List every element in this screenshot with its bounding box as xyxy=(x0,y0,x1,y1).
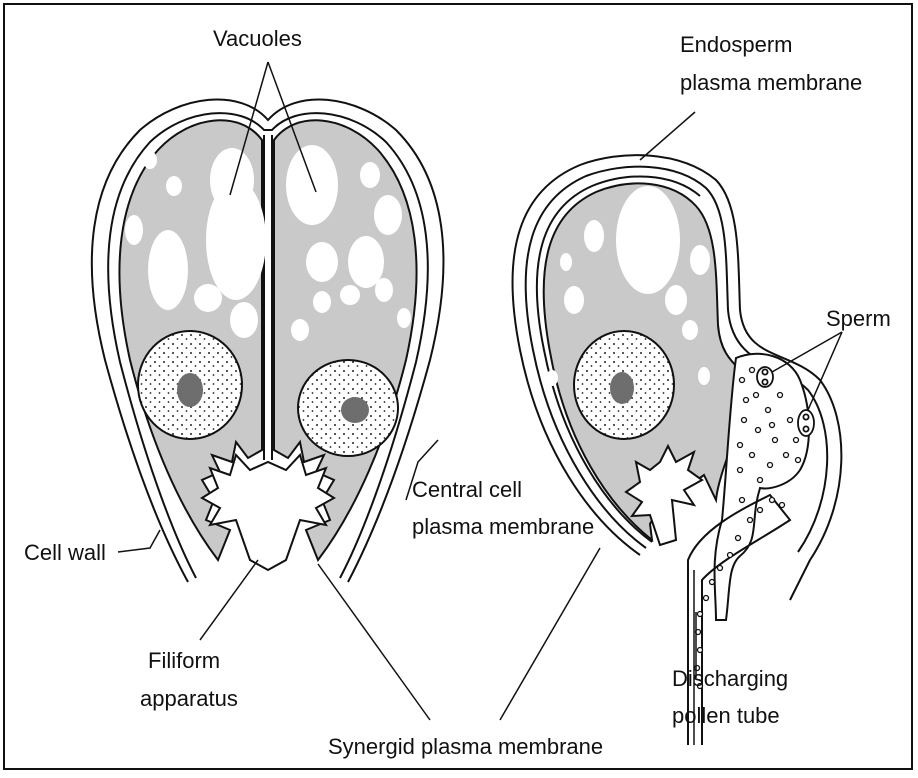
label-synergid: Synergid plasma membrane xyxy=(328,734,603,759)
third-nucleolus xyxy=(610,372,634,404)
label-vacuoles: Vacuoles xyxy=(213,26,302,51)
label-central-line2: plasma membrane xyxy=(412,514,594,539)
label-filiform-line1: Filiform xyxy=(148,648,220,673)
right-nucleolus xyxy=(341,397,369,423)
label-cell-wall: Cell wall xyxy=(24,540,106,565)
label-central-line1: Central cell xyxy=(412,477,522,502)
label-sperm: Sperm xyxy=(826,306,891,331)
label-discharging-line2: pollen tube xyxy=(672,703,780,728)
right-synergid-group xyxy=(513,155,842,745)
label-endosperm-line1: Endosperm xyxy=(680,32,793,57)
label-endosperm-line2: plasma membrane xyxy=(680,70,862,95)
label-filiform-line2: apparatus xyxy=(140,686,238,711)
label-discharging-line1: Discharging xyxy=(672,666,788,691)
left-nucleolus xyxy=(177,373,203,407)
left-synergid-pair xyxy=(92,99,444,582)
